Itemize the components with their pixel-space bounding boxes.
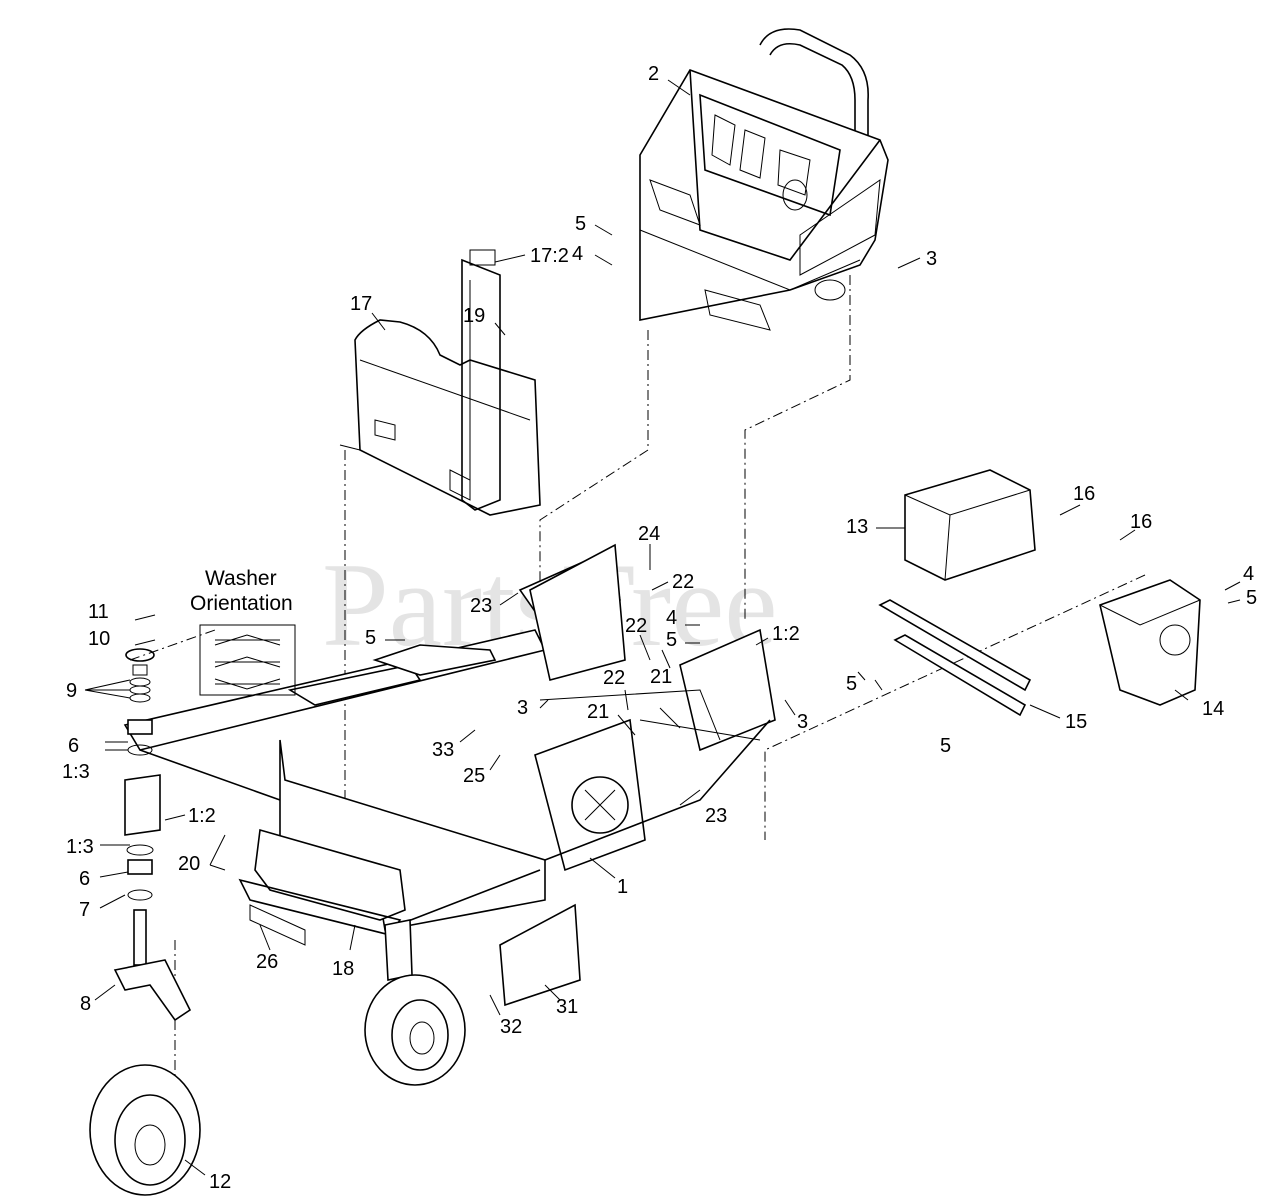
callout-1-3: 1:3 — [66, 836, 94, 858]
washer-orientation-box — [199, 624, 296, 696]
callout-22: 22 — [625, 615, 647, 637]
callout-19: 19 — [463, 305, 485, 327]
callout-1: 1 — [617, 876, 628, 898]
callout-9: 9 — [66, 680, 77, 702]
callout-16: 16 — [1130, 511, 1152, 533]
callout-14: 14 — [1202, 698, 1224, 720]
callout-23: 23 — [705, 805, 727, 827]
callout-5: 5 — [666, 629, 677, 651]
callout-21: 21 — [650, 666, 672, 688]
callout-1-3: 1:3 — [62, 761, 90, 783]
callout-16: 16 — [1073, 483, 1095, 505]
side-plate — [499, 903, 581, 1007]
callout-1-2: 1:2 — [188, 805, 216, 827]
callout-12: 12 — [209, 1171, 231, 1193]
callout-13: 13 — [846, 516, 868, 538]
caster-assembly — [89, 648, 201, 1196]
front-wheel-right — [364, 919, 466, 1086]
callout-24: 24 — [638, 523, 660, 545]
leader-lines — [84, 79, 1241, 1176]
callout-5: 5 — [940, 735, 951, 757]
caption-line-2: Orientation — [190, 592, 293, 615]
callout-21: 21 — [587, 701, 609, 723]
callout-26: 26 — [256, 951, 278, 973]
callout-2: 2 — [648, 63, 659, 85]
callout-15: 15 — [1065, 711, 1087, 733]
callout-3: 3 — [926, 248, 937, 270]
callout-5: 5 — [846, 673, 857, 695]
callout-17-2: 17:2 — [530, 245, 569, 267]
callout-3: 3 — [517, 697, 528, 719]
callout-4: 4 — [1243, 563, 1254, 585]
callout-10: 10 — [88, 628, 110, 650]
callout-6: 6 — [68, 735, 79, 757]
callout-20: 20 — [178, 853, 200, 875]
callout-labels: 2 5 4 3 17 19 17:2 16 16 13 4 5 24 22 23… — [62, 63, 1257, 1193]
callout-32: 32 — [500, 1016, 522, 1038]
callout-22: 22 — [672, 571, 694, 593]
callout-23: 23 — [470, 595, 492, 617]
caption-line-1: Washer — [205, 567, 277, 590]
callout-4: 4 — [666, 607, 677, 629]
callout-31: 31 — [556, 996, 578, 1018]
assembly-lines — [129, 275, 1146, 1095]
main-frame — [123, 543, 776, 931]
callout-1-2: 1:2 — [772, 623, 800, 645]
callout-22: 22 — [603, 667, 625, 689]
right-assemblies — [878, 469, 1201, 717]
callout-8: 8 — [80, 993, 91, 1015]
callout-5: 5 — [1246, 587, 1257, 609]
callout-5: 5 — [365, 627, 376, 649]
control-console — [639, 28, 889, 331]
callout-5: 5 — [575, 213, 586, 235]
callout-33: 33 — [432, 739, 454, 761]
callout-4: 4 — [572, 243, 583, 265]
callout-7: 7 — [79, 899, 90, 921]
cover-panel — [339, 249, 541, 516]
callout-6: 6 — [79, 868, 90, 890]
callout-17: 17 — [350, 293, 372, 315]
callout-25: 25 — [463, 765, 485, 787]
callout-11: 11 — [88, 601, 109, 623]
callout-18: 18 — [332, 958, 354, 980]
callout-3: 3 — [797, 711, 808, 733]
